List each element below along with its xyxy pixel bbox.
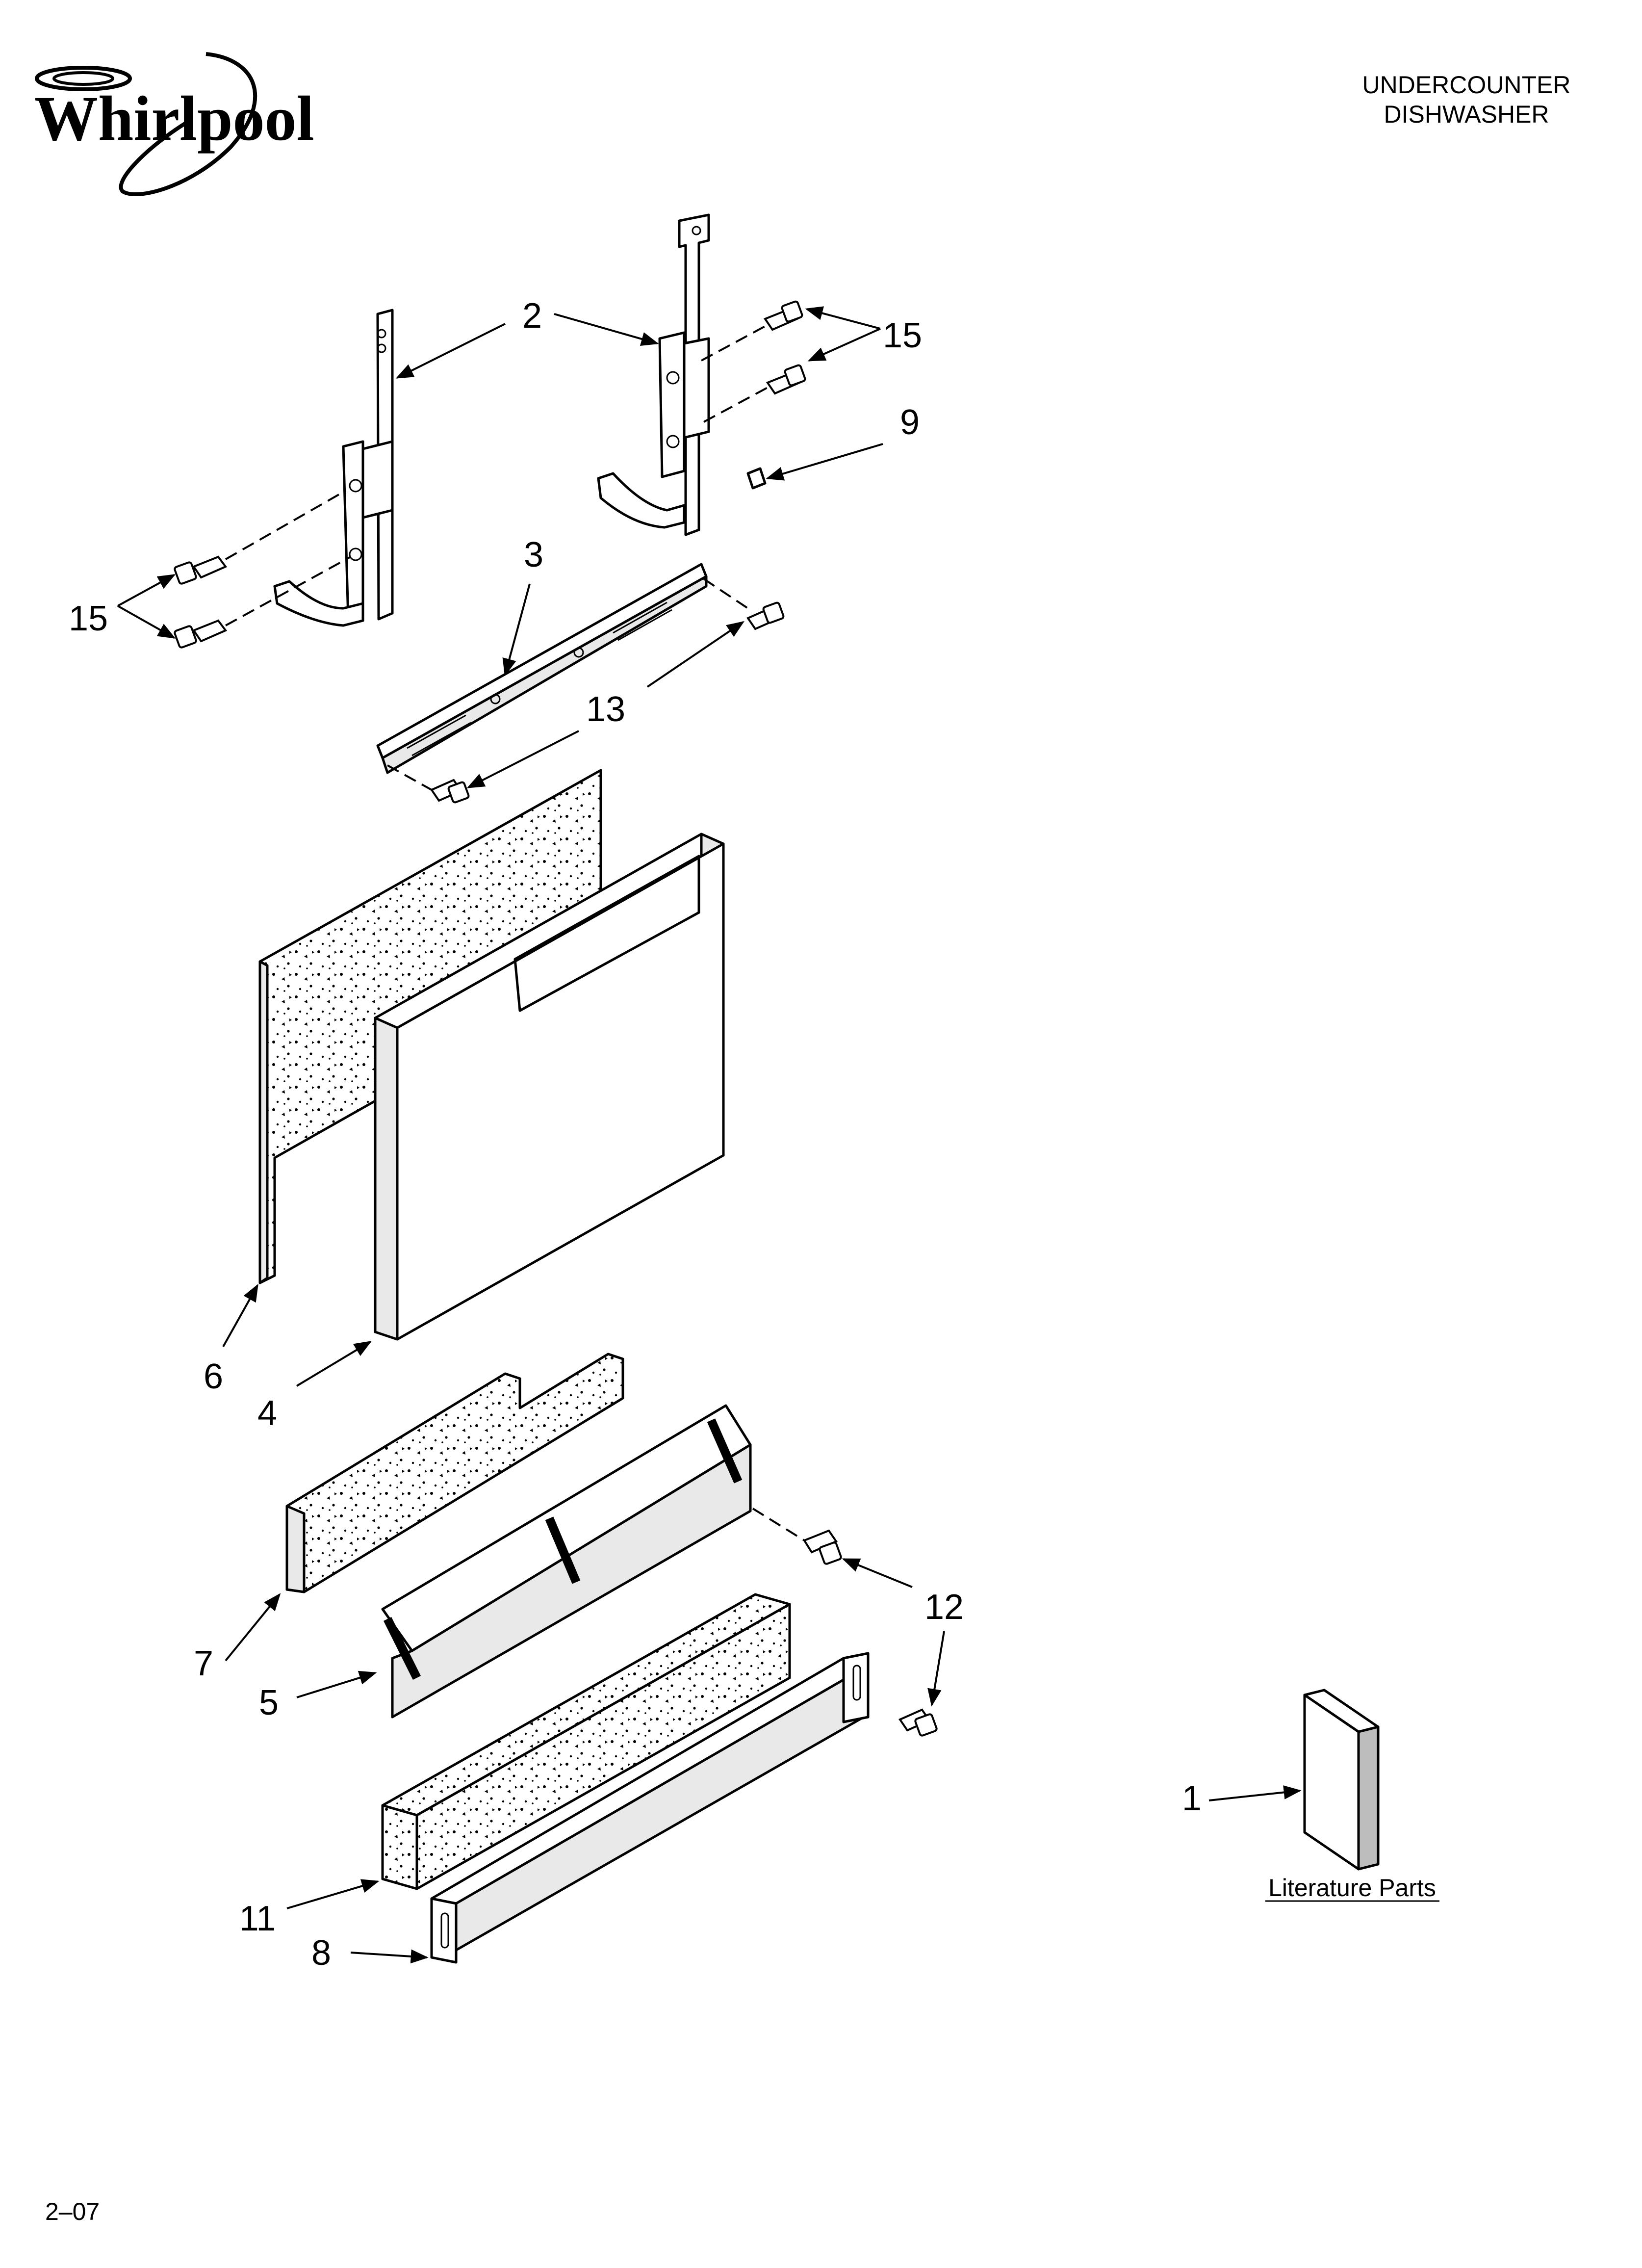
dashline-13-right [703, 578, 749, 609]
callout-12: 12 [924, 1588, 964, 1627]
callout-11: 11 [239, 1899, 276, 1938]
part-7-lower-insulation [285, 1353, 624, 1593]
part-15-screw-left-a [174, 555, 228, 585]
dashline-15-right-b [703, 387, 768, 423]
callout-8: 8 [311, 1933, 331, 1973]
dashline-13-left [387, 764, 432, 791]
callout-4: 4 [257, 1394, 277, 1433]
part-15-screw-upper-right-a [763, 300, 803, 331]
callout-13: 13 [586, 690, 625, 729]
callout-15-right: 15 [883, 316, 922, 355]
literature-parts-label: Literature Parts [1268, 1874, 1436, 1902]
part-2-right-hinge-bracket [597, 213, 710, 536]
whirlpool-logo: Whirlpool [34, 52, 314, 196]
callout-6: 6 [204, 1357, 223, 1396]
callout-5: 5 [259, 1683, 279, 1722]
brand-logo-text: Whirlpool [34, 83, 314, 154]
part-13-screw-left [430, 779, 470, 804]
header-line-2: DISHWASHER [1384, 101, 1549, 128]
dashline-15-left-a [225, 490, 346, 560]
leader-lines [117, 306, 1302, 1964]
part-8-kickplate [430, 1652, 870, 1964]
part-9-clip [746, 467, 767, 490]
callout-2: 2 [522, 296, 542, 336]
footer-code: 2–07 [45, 2198, 100, 2225]
callout-1: 1 [1182, 1779, 1202, 1818]
part-15-screw-left-b [174, 619, 228, 649]
part-5-toe-bracket [381, 1404, 752, 1719]
part-4-door-panel [374, 833, 725, 1341]
dashline-15-left-b [225, 556, 351, 626]
part-12-screw-lower [898, 1708, 938, 1737]
header-line-1: UNDERCOUNTER [1362, 71, 1571, 99]
callout-7: 7 [194, 1644, 213, 1683]
callout-3: 3 [524, 535, 543, 574]
part-3-panel-support [376, 563, 708, 774]
dashline-15-right-a [701, 325, 766, 362]
part-2-left-hinge-bracket [273, 309, 394, 627]
part-12-screw-upper [803, 1529, 842, 1565]
callout-15-left: 15 [69, 599, 108, 638]
part-1-literature [1303, 1689, 1380, 1871]
part-15-screw-upper-right-b [766, 364, 806, 395]
dashline-12-upper [752, 1508, 805, 1541]
part-11-kickplate-insulation [381, 1593, 791, 1890]
callout-9: 9 [900, 403, 920, 442]
part-13-screw-right [746, 601, 785, 630]
